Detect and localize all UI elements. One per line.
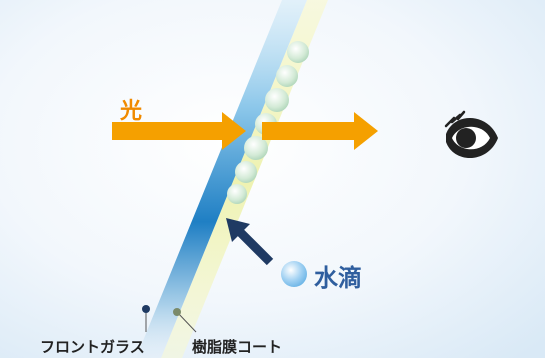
coat-leader-line: [176, 311, 197, 333]
light-arrow-outgoing: [262, 112, 378, 150]
droplet: [265, 88, 289, 112]
light-label: 光: [119, 99, 142, 124]
front-glass-layer: [136, 0, 307, 358]
droplet: [287, 41, 309, 63]
light-arrow-incoming: [112, 112, 246, 150]
resin-coat-label: 樹脂膜コート: [192, 338, 282, 356]
droplet: [227, 184, 247, 204]
water-drop-icon: [281, 261, 307, 287]
water-drop-label: 水滴: [314, 264, 362, 292]
coat-marker: [173, 308, 181, 316]
droplet: [276, 65, 298, 87]
droplet: [235, 161, 257, 183]
pointer-arrow: [226, 218, 274, 266]
eye-icon: [444, 110, 498, 159]
glass-marker: [142, 305, 150, 313]
front-glass-label: フロントガラス: [40, 338, 145, 356]
droplet: [244, 136, 268, 160]
